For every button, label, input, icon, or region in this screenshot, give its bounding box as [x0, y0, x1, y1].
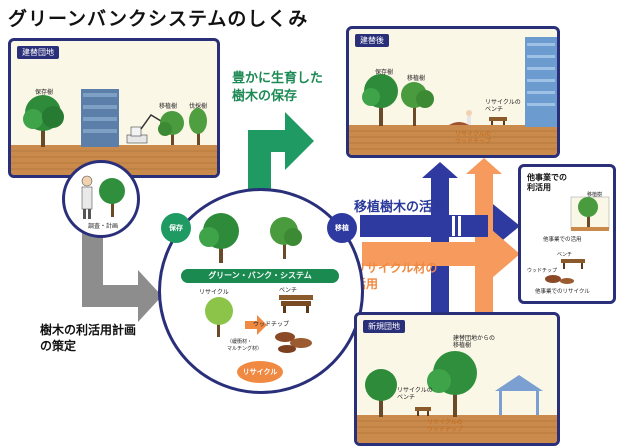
- label-conserve-tree: 保存樹: [35, 89, 54, 96]
- other-chip-label: ウッドチップ: [527, 268, 558, 274]
- preserve-caption-line1: 豊かに生育した: [232, 71, 324, 86]
- plan-arrow: [82, 232, 162, 322]
- survey-circle: 調査・計画: [62, 160, 140, 238]
- panel-other-title: 他事業での 利活用: [527, 173, 567, 193]
- after-label-bench: リサイクルの ベンチ: [485, 99, 521, 113]
- after-label-conserve: 保存樹: [375, 69, 394, 76]
- center-bench-label: ベンチ: [279, 287, 298, 294]
- recycle-arrow: [362, 230, 520, 278]
- plan-caption-line1: 樹木の利活用計画: [40, 323, 137, 337]
- recycle-caption-line1: リサイクル材の: [354, 261, 438, 275]
- panel-other-title-line2: 利活用: [527, 183, 551, 192]
- other-tree-label: 移植樹: [587, 192, 603, 198]
- new-estate-scene: [357, 351, 557, 443]
- rebuild-scene: [11, 89, 217, 175]
- center-mulch-label: （緩衝材・ マルチング材）: [227, 339, 263, 352]
- badge-transplant: 移植: [327, 213, 357, 243]
- after-scene: [349, 37, 557, 155]
- survey-label: 調査・計画: [88, 223, 119, 230]
- plan-caption-line2: の策定: [40, 339, 77, 353]
- panel-other-projects: 他事業での 利活用 移植樹 他事業での活用 ベンチ ウッドチップ 他事業でのリサ…: [518, 164, 616, 304]
- other-recycle-caption: 他事業でのリサイクル: [535, 289, 590, 295]
- badge-preserve: 保存: [161, 213, 191, 243]
- center-chip-label: ウッドチップ: [253, 321, 290, 328]
- new-label-chip: リサイクルの ウッドチップ: [427, 419, 464, 433]
- plan-caption: 樹木の利活用計画 の策定: [40, 322, 136, 354]
- center-recycle-label: リサイクル: [199, 289, 229, 296]
- label-felled-tree: 伐採樹: [189, 103, 208, 110]
- panel-new-estate: 新規団地 建替団地からの 移植樹 リサイクルの ベンチ リサイクルの ウッドチッ…: [354, 312, 560, 446]
- after-label-transplant: 移植樹: [407, 75, 426, 82]
- panel-rebuild-title: 建替団地: [17, 46, 59, 59]
- diagram-title: グリーンバンクシステムのしくみ: [8, 8, 309, 30]
- panel-rebuild-estate: 建替団地 保存樹 移植樹 伐採樹: [8, 38, 220, 178]
- preserve-caption-line2: 樹木の保存: [232, 89, 298, 104]
- survey-illustration: [81, 175, 125, 219]
- center-illustration: [199, 213, 313, 353]
- preserve-arrow: [248, 112, 314, 190]
- green-bank-banner: グリーン・バンク・システム: [181, 269, 339, 283]
- new-label-from-rebuild: 建替団地からの 移植樹: [453, 335, 496, 349]
- recycle-caption: リサイクル材の 活用: [354, 260, 437, 292]
- transplant-caption: 移植樹木の活用: [354, 200, 446, 215]
- new-label-bench: リサイクルの ベンチ: [397, 387, 433, 401]
- other-tree-caption: 他事業での活用: [543, 237, 582, 243]
- panel-other-title-line1: 他事業での: [527, 173, 567, 182]
- panel-after-rebuild: 建替後 保存樹 移植樹 リサイクルの ベンチ リサイクルの ウッドチップ: [346, 26, 560, 158]
- after-label-chip: リサイクルの ウッドチップ: [455, 131, 492, 145]
- panel-new-title: 新規団地: [363, 320, 405, 333]
- green-bank-circle: 保存 移植 グリーン・バンク・システム リサイクル ベンチ ウッドチップ （緩衝…: [158, 188, 364, 394]
- preserve-caption: 豊かに生育した 樹木の保存: [232, 70, 323, 106]
- panel-after-title: 建替後: [355, 34, 389, 47]
- badge-recycle: リサイクル: [237, 361, 283, 383]
- other-bench-label: ベンチ: [557, 252, 573, 258]
- other-projects-scene: [545, 196, 610, 284]
- label-transplant-tree: 移植樹: [159, 103, 178, 110]
- recycle-caption-line2: 活用: [354, 277, 379, 291]
